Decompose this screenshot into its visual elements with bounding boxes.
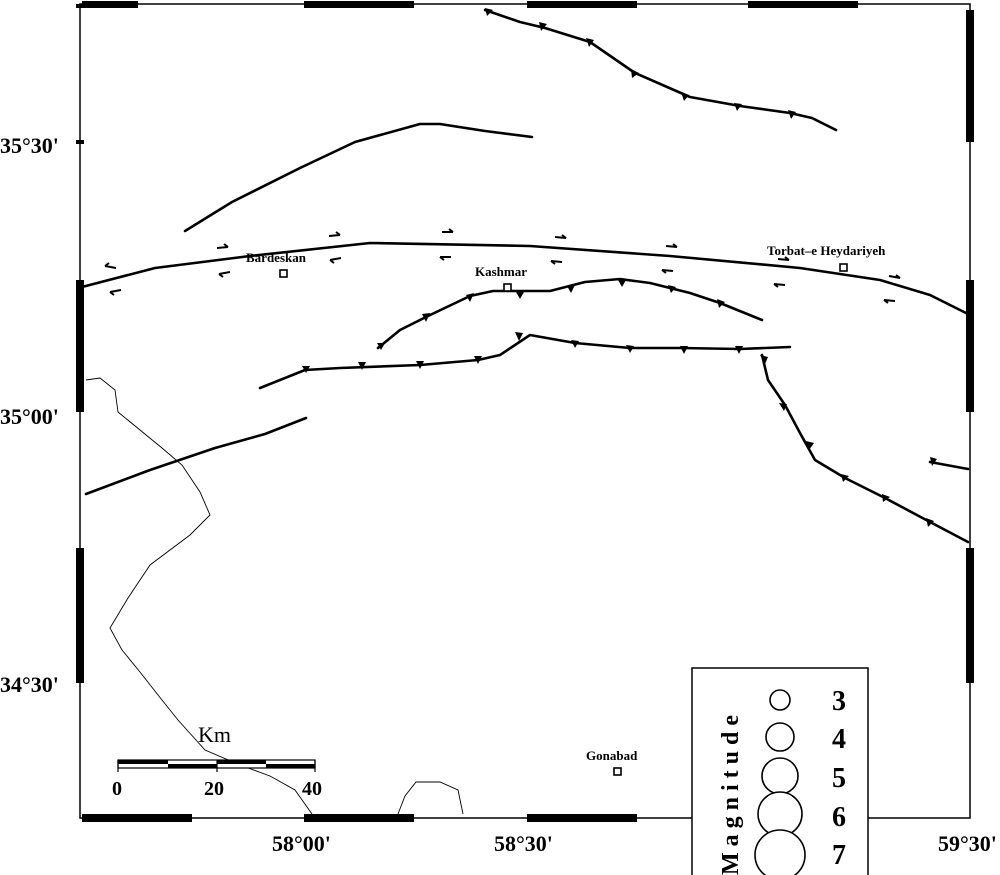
scale-tick-20: 20 [204,778,224,800]
legend-value-5: 5 [832,763,846,794]
scale-unit: Km [198,722,231,747]
lon-label-58-00: 58°00' [272,831,331,856]
city-label-torbat: Torbat–e Heydariyeh [767,243,886,258]
city-marker-torbat [839,263,848,272]
thrust-teeth [302,8,937,527]
lat-label-35-30: 35°30' [0,133,59,158]
city-marker-gonabad [613,767,622,776]
map-frame [76,1,974,822]
legend-value-6: 6 [832,802,846,833]
legend-value-7: 7 [832,840,846,871]
fault-line [760,353,970,544]
lat-label-34-30: 34°30' [0,672,59,697]
lon-label-59-30: 59°30' [938,831,997,856]
legend-circle-4 [765,722,795,752]
longitude-labels: 58°00' 58°30' 59°30' [272,831,997,856]
lat-label-35-00: 35°00' [0,404,59,429]
city-label-kashmar: Kashmar [475,264,527,279]
legend-circle-5 [761,757,799,795]
fault-line [80,241,972,317]
fault-line [258,333,792,390]
city-markers [279,263,848,776]
fault-line [183,122,534,233]
city-marker-kashmar [503,283,512,292]
faults-layer [80,8,972,544]
city-labels: Bardeskan Kashmar Torbat–e Heydariyeh Go… [246,243,886,763]
legend-title: Magnitude [718,709,744,875]
city-label-bardeskan: Bardeskan [246,250,307,265]
legend-circle-7 [754,829,806,875]
magnitude-legend: Magnitude 3 4 5 6 7 [691,667,869,875]
city-marker-bardeskan [279,269,288,278]
legend-circle-3 [769,689,791,711]
scale-bar: Km 0 20 40 [112,722,322,800]
scale-tick-0: 0 [112,778,122,800]
province-boundary [85,377,313,815]
latitude-labels: 35°30' 35°00' 34°30' [0,133,59,697]
strike-slip-arrows [104,228,901,304]
legend-value-3: 3 [832,686,846,717]
province-boundary-south [397,781,464,815]
lon-label-58-30: 58°30' [494,831,553,856]
legend-value-4: 4 [832,724,846,755]
scale-tick-40: 40 [302,778,322,800]
fault-line [84,416,308,496]
city-label-gonabad: Gonabad [586,748,638,763]
fault-line [928,460,970,471]
fault-line [483,8,838,132]
